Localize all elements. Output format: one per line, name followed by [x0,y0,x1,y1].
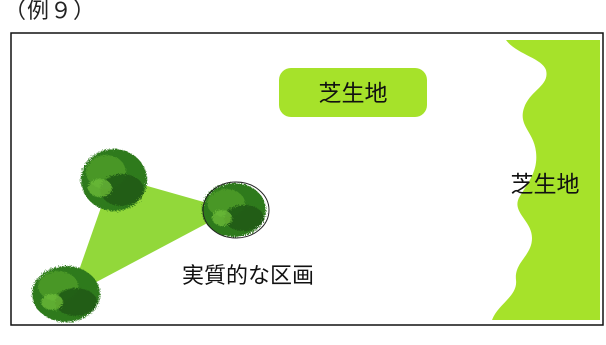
tree-middle [202,183,266,237]
tree-bottom-left [32,266,100,322]
tree-middle-outline [202,181,270,239]
lawn-top-label: 芝生地 [319,81,388,107]
tree-top-left [81,149,147,211]
lawn-right-shape [492,40,600,320]
lawn-top-shape [279,68,427,117]
example-label: （例９） [4,0,97,24]
lawn-right-label: 芝生地 [511,172,580,198]
zone-label: 実質的な区画 [182,264,314,289]
